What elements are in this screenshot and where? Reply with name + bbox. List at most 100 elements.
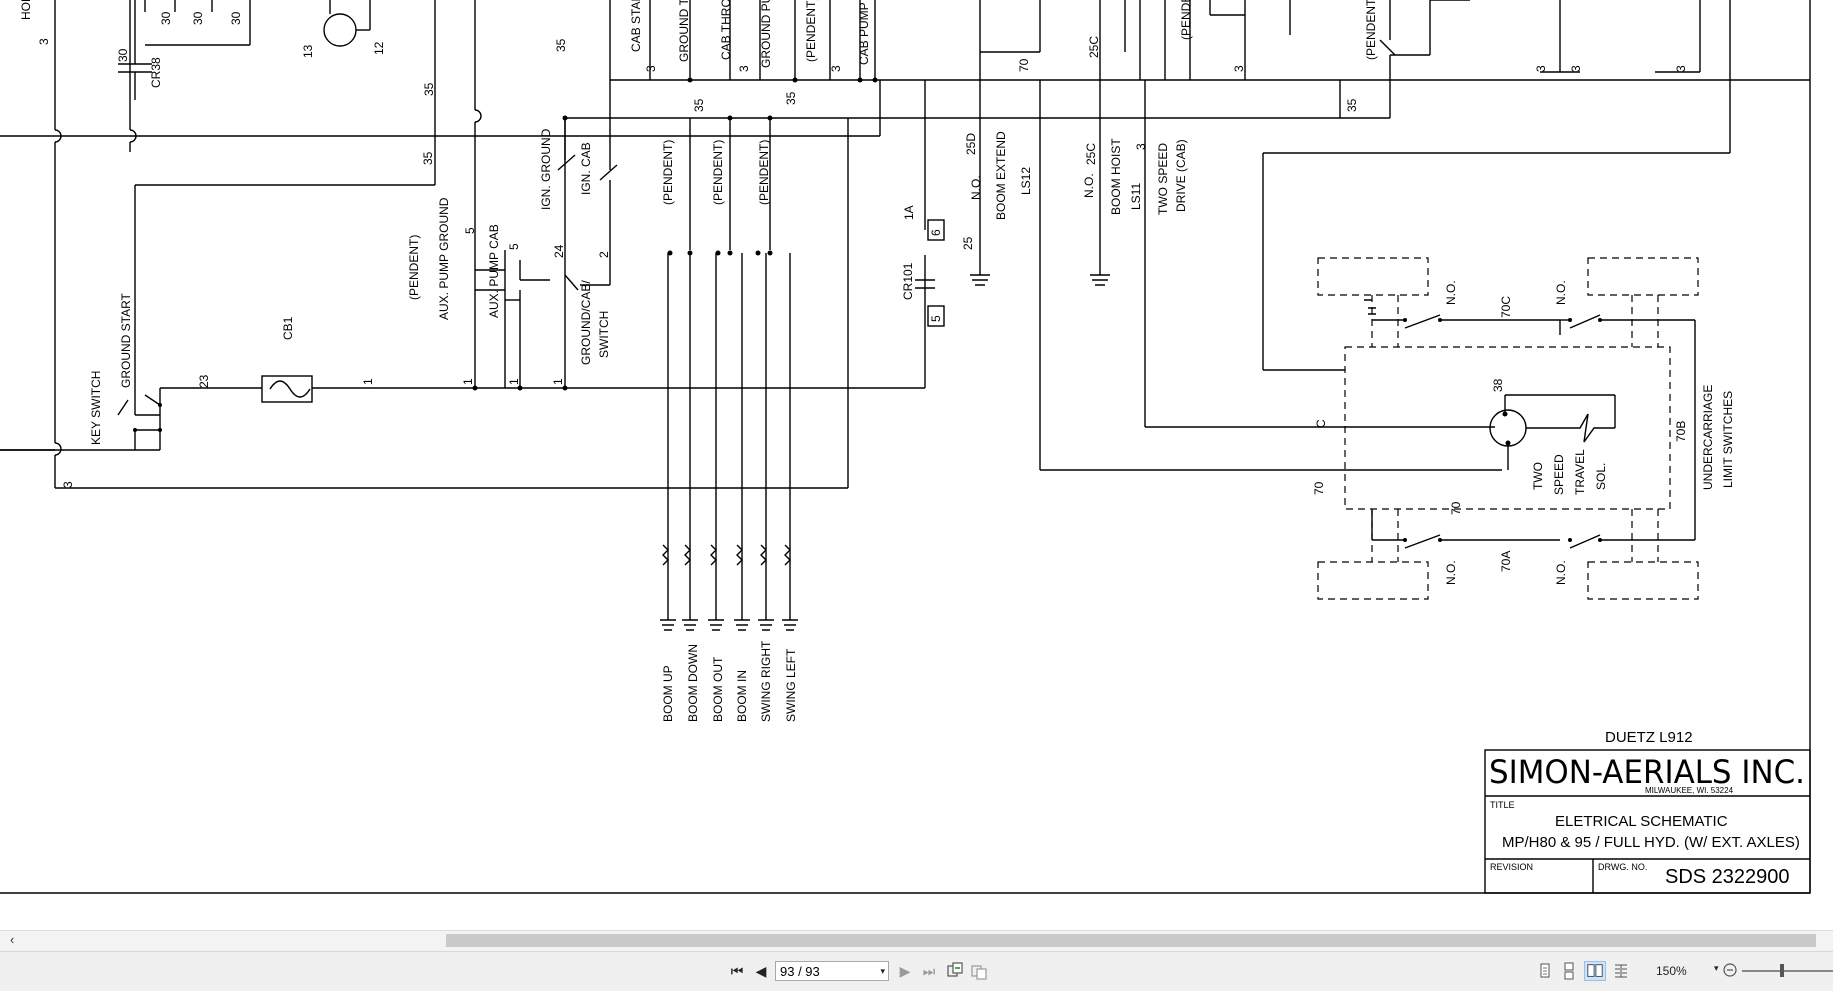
svg-text:3: 3	[37, 38, 51, 45]
zoom-dropdown-icon[interactable]: ▾	[1714, 963, 1719, 973]
svg-text:3: 3	[1134, 143, 1148, 150]
svg-text:3: 3	[1232, 65, 1246, 72]
label-ground-pump: GROUND PUMP	[759, 0, 773, 68]
label-no-ll: N.O.	[1444, 560, 1458, 585]
horizontal-scrollbar[interactable]: ‹	[0, 930, 1833, 951]
label-key-switch: KEY SWITCH	[89, 371, 103, 445]
drawing-title-1: ELETRICAL SCHEMATIC	[1555, 813, 1728, 830]
company-name: SIMON-AERIALS INC.	[1489, 753, 1805, 791]
svg-text:35: 35	[421, 151, 435, 165]
electrical-schematic: HOR 3 30 30 30 30 CR38 13 12 35 35 CAB S…	[0, 0, 1811, 894]
svg-text:30: 30	[229, 11, 243, 25]
svg-text:38: 38	[1491, 378, 1505, 392]
label-sol-4: SOL.	[1594, 463, 1608, 490]
next-page-button[interactable]: ▶	[899, 963, 911, 979]
svg-text:1: 1	[361, 378, 375, 385]
svg-text:5: 5	[929, 315, 943, 322]
zoom-out-icon[interactable]	[1722, 962, 1738, 978]
label-boom-extend: BOOM EXTEND	[994, 131, 1008, 220]
svg-text:70: 70	[1017, 58, 1031, 72]
label-cb1: CB1	[281, 316, 295, 340]
label-sol-1: TWO	[1531, 462, 1545, 490]
svg-text:25C: 25C	[1087, 36, 1101, 58]
scrollbar-thumb[interactable]	[446, 934, 1816, 947]
label-aux-pump-cab: AUX. PUMP CAB	[487, 224, 501, 318]
two-page-continuous-view-icon[interactable]	[1612, 961, 1630, 981]
two-page-view-icon[interactable]	[1584, 961, 1606, 981]
label-pendent-top-2: (PENDENT)	[1179, 0, 1193, 40]
label-sol-2: SPEED	[1552, 454, 1566, 495]
label-ls11: LS11	[1129, 183, 1143, 210]
label-boom-out: BOOM OUT	[711, 656, 725, 722]
svg-text:70C: 70C	[1499, 296, 1513, 318]
label-boom-up: BOOM UP	[661, 665, 675, 722]
label-no-ur: N.O.	[1554, 280, 1568, 305]
label-undercarriage-1: UNDERCARRIAGE	[1701, 385, 1715, 490]
scroll-left-icon[interactable]: ‹	[10, 932, 15, 947]
previous-page-button[interactable]: ◀	[755, 963, 767, 979]
label-ground-start: GROUND START	[119, 292, 133, 388]
zoom-slider[interactable]	[1742, 970, 1833, 972]
svg-text:35: 35	[422, 82, 436, 96]
label-pendent-top-3: (PENDENT)	[1364, 0, 1378, 60]
svg-text:3: 3	[829, 65, 843, 72]
label-boom-down: BOOM DOWN	[686, 644, 700, 722]
label-no-boom-hoist: N.O.	[1082, 173, 1096, 198]
label-no-ul: N.O.	[1444, 280, 1458, 305]
svg-text:3: 3	[1534, 65, 1548, 72]
first-page-button[interactable]: ⏮	[730, 963, 744, 979]
previous-view-icon[interactable]	[946, 962, 964, 980]
label-aux-pump-ground: AUX. PUMP GROUND	[437, 197, 451, 320]
document-viewport[interactable]: HOR 3 30 30 30 30 CR38 13 12 35 35 CAB S…	[0, 0, 1833, 930]
svg-text:35: 35	[1345, 98, 1359, 112]
zoom-slider-thumb[interactable]	[1780, 964, 1784, 977]
label-sol-3: TRAVEL	[1573, 449, 1587, 495]
svg-text:35: 35	[554, 38, 568, 52]
label-no-lr: N.O.	[1554, 560, 1568, 585]
label-pendent-top-1: (PENDENT)	[804, 0, 818, 62]
page-number-input[interactable]	[780, 963, 870, 979]
company-address: MILWAUKEE, WI. 53224	[1645, 786, 1734, 795]
engine-label: DUETZ L912	[1605, 729, 1693, 746]
label-cab-throt: CAB THROT	[719, 0, 733, 60]
svg-text:1: 1	[461, 378, 475, 385]
svg-text:24: 24	[552, 244, 566, 258]
page-dropdown-icon[interactable]: ▾	[880, 966, 885, 976]
svg-text:5: 5	[463, 227, 477, 234]
label-swing-left: SWING LEFT	[784, 648, 798, 722]
label-cr38: CR38	[149, 57, 163, 88]
svg-text:35: 35	[784, 91, 798, 105]
drawing-title-2: MP/H80 & 95 / FULL HYD. (W/ EXT. AXLES)	[1502, 834, 1800, 851]
svg-text:25D: 25D	[964, 133, 978, 155]
label-two-speed-drive-1: TWO SPEED	[1156, 143, 1170, 215]
label-hor: HOR	[19, 0, 33, 20]
label-ign-ground: IGN. GROUND	[539, 128, 553, 210]
continuous-view-icon[interactable]	[1560, 961, 1578, 981]
label-pendent-3: (PENDENT)	[757, 140, 771, 205]
single-page-view-icon[interactable]	[1536, 961, 1554, 981]
svg-text:6: 6	[929, 229, 943, 236]
page-number-field[interactable]: ▾	[775, 961, 889, 981]
next-view-icon[interactable]	[970, 962, 988, 980]
drawing-number-label: DRWG. NO.	[1598, 862, 1647, 872]
zoom-level[interactable]: 150%	[1656, 964, 1687, 978]
svg-text:35: 35	[692, 98, 706, 112]
svg-text:25C: 25C	[1084, 143, 1098, 165]
label-boom-hoist: BOOM HOIST	[1109, 138, 1123, 215]
svg-text:1: 1	[551, 378, 565, 385]
svg-text:70: 70	[1449, 501, 1463, 515]
svg-text:13: 13	[301, 44, 315, 58]
svg-text:3: 3	[1674, 65, 1688, 72]
label-boom-in: BOOM IN	[735, 670, 749, 722]
svg-text:30: 30	[191, 11, 205, 25]
svg-text:30: 30	[159, 11, 173, 25]
revision-label: REVISION	[1490, 862, 1533, 872]
title-label: TITLE	[1490, 800, 1515, 810]
svg-text:1: 1	[507, 378, 521, 385]
label-cr101: CR101	[901, 262, 915, 300]
svg-text:30: 30	[116, 48, 130, 62]
last-page-button[interactable]: ⏭	[922, 963, 936, 979]
svg-text:3: 3	[644, 65, 658, 72]
label-two-speed-drive-2: DRIVE (CAB)	[1174, 139, 1188, 212]
drawing-number: SDS 2322900	[1665, 866, 1790, 888]
